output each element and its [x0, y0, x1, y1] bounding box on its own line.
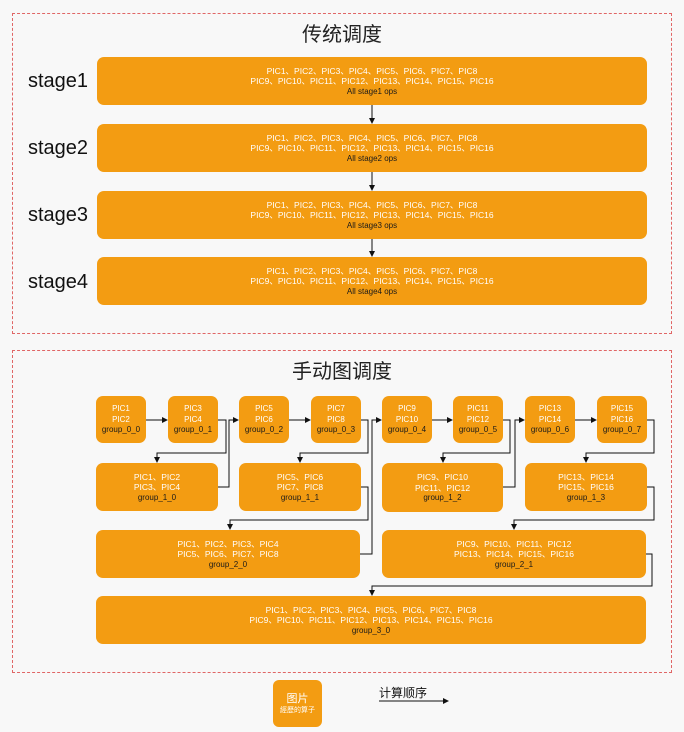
stage3-pics-line2: PIC9、PIC10、PIC11、PIC12、PIC13、PIC14、PIC15…	[250, 210, 494, 220]
group-0-2-box: PIC5 PIC6 group_0_2	[239, 396, 289, 443]
group-0-5-box: PIC11 PIC12 group_0_5	[453, 396, 503, 443]
group-2-0-line2: PIC5、PIC6、PIC7、PIC8	[177, 549, 279, 559]
group-0-6-name: group_0_6	[530, 425, 570, 434]
stage1-box: PIC1、PIC2、PIC3、PIC4、PIC5、PIC6、PIC7、PIC8 …	[97, 57, 647, 105]
group-0-7-line2: PIC16	[610, 414, 634, 424]
group-1-3-box: PIC13、PIC14 PIC15、PIC16 group_1_3	[525, 463, 647, 511]
stage1-ops: All stage1 ops	[346, 86, 398, 96]
stage3-box: PIC1、PIC2、PIC3、PIC4、PIC5、PIC6、PIC7、PIC8 …	[97, 191, 647, 239]
group-1-1-line2: PIC7、PIC8	[276, 482, 324, 492]
group-2-0-line1: PIC1、PIC2、PIC3、PIC4	[177, 538, 279, 549]
stage2-pics-line2: PIC9、PIC10、PIC11、PIC12、PIC13、PIC14、PIC15…	[250, 143, 494, 153]
traditional-panel: 传统调度	[12, 13, 672, 334]
stage1-pics-line2: PIC9、PIC10、PIC11、PIC12、PIC13、PIC14、PIC15…	[250, 76, 494, 86]
group-0-6-line1: PIC13	[538, 404, 562, 413]
group-1-2-box: PIC9、PIC10 PIC11、PIC12 group_1_2	[382, 463, 503, 512]
stage4-pics-line1: PIC1、PIC2、PIC3、PIC4、PIC5、PIC6、PIC7、PIC8	[266, 265, 478, 276]
legend-order-label: 计算顺序	[379, 686, 428, 700]
group-2-1-box: PIC9、PIC10、PIC11、PIC12 PIC13、PIC14、PIC15…	[382, 530, 646, 578]
stage2-ops: All stage2 ops	[346, 153, 398, 163]
group-0-4-name: group_0_4	[387, 425, 427, 434]
group-0-3-line2: PIC8	[327, 414, 345, 424]
group-0-1-name: group_0_1	[173, 425, 213, 434]
group-0-7-name: group_0_7	[602, 425, 642, 434]
group-0-2-name: group_0_2	[244, 425, 284, 434]
stage4-pics-line2: PIC9、PIC10、PIC11、PIC12、PIC13、PIC14、PIC15…	[250, 276, 494, 286]
traditional-title: 传统调度	[302, 22, 382, 46]
group-1-0-box: PIC1、PIC2 PIC3、PIC4 group_1_0	[96, 463, 218, 511]
group-0-4-line2: PIC10	[395, 414, 419, 424]
group-0-7-box: PIC15 PIC16 group_0_7	[597, 396, 647, 443]
group-2-1-line2: PIC13、PIC14、PIC15、PIC16	[454, 549, 574, 559]
group-0-5-line1: PIC11	[467, 404, 489, 413]
group-1-3-line2: PIC15、PIC16	[558, 482, 614, 492]
group-0-5-name: group_0_5	[458, 425, 498, 434]
group-0-1-line2: PIC4	[184, 414, 202, 424]
manual-panel: 手动图调度	[12, 350, 672, 673]
group-0-0-box: PIC1 PIC2 group_0_0	[96, 396, 146, 443]
group-0-5-line2: PIC12	[466, 414, 490, 424]
group-0-6-box: PIC13 PIC14 group_0_6	[525, 396, 575, 443]
group-1-0-line2: PIC3、PIC4	[133, 482, 181, 492]
stage2-box: PIC1、PIC2、PIC3、PIC4、PIC5、PIC6、PIC7、PIC8 …	[97, 124, 647, 172]
group-0-3-box: PIC7 PIC8 group_0_3	[311, 396, 361, 443]
group-1-3-name: group_1_3	[566, 492, 606, 502]
group-3-0-box: PIC1、PIC2、PIC3、PIC4、PIC5、PIC6、PIC7、PIC8 …	[96, 596, 646, 644]
group-1-1-line1: PIC5、PIC6	[276, 471, 324, 482]
stage3-label: stage3	[28, 204, 89, 226]
stage1-pics-line1: PIC1、PIC2、PIC3、PIC4、PIC5、PIC6、PIC7、PIC8	[266, 65, 478, 76]
group-1-0-name: group_1_0	[137, 492, 177, 502]
group-0-0-line1: PIC1	[112, 404, 130, 413]
group-1-1-name: group_1_1	[280, 492, 320, 502]
group-1-3-line1: PIC13、PIC14	[558, 471, 614, 482]
stage4-ops: All stage4 ops	[346, 286, 398, 296]
group-0-2-line2: PIC6	[255, 414, 273, 424]
group-2-1-line1: PIC9、PIC10、PIC11、PIC12	[456, 538, 572, 549]
group-0-0-name: group_0_0	[101, 425, 141, 434]
legend-box: 图片 經歷的算子	[273, 680, 322, 727]
group-0-7-line1: PIC15	[610, 404, 634, 413]
stage4-box: PIC1、PIC2、PIC3、PIC4、PIC5、PIC6、PIC7、PIC8 …	[97, 257, 647, 305]
group-0-3-line1: PIC7	[327, 404, 345, 413]
group-2-0-name: group_2_0	[208, 559, 248, 569]
group-1-2-name: group_1_2	[423, 493, 462, 502]
group-0-2-line1: PIC5	[255, 404, 273, 413]
group-1-1-box: PIC5、PIC6 PIC7、PIC8 group_1_1	[239, 463, 361, 511]
group-0-3-name: group_0_3	[316, 425, 356, 434]
group-1-2-line1: PIC9、PIC10	[416, 472, 469, 482]
group-0-1-line1: PIC3	[184, 404, 202, 413]
group-0-1-box: PIC3 PIC4 group_0_1	[168, 396, 218, 443]
stage3-pics-line1: PIC1、PIC2、PIC3、PIC4、PIC5、PIC6、PIC7、PIC8	[266, 199, 478, 210]
group-2-0-box: PIC1、PIC2、PIC3、PIC4 PIC5、PIC6、PIC7、PIC8 …	[96, 530, 360, 578]
manual-title: 手动图调度	[292, 359, 392, 383]
group-1-0-line1: PIC1、PIC2	[133, 471, 181, 482]
group-0-4-box: PIC9 PIC10 group_0_4	[382, 396, 432, 443]
legend-box-title: 图片	[286, 693, 309, 705]
group-1-2-line2: PIC11、PIC12	[414, 482, 471, 493]
group-0-4-line1: PIC9	[398, 404, 416, 413]
group-3-0-line2: PIC9、PIC10、PIC11、PIC12、PIC13、PIC14、PIC15…	[249, 615, 493, 625]
group-0-6-line2: PIC14	[538, 414, 562, 424]
legend-box-subtitle: 經歷的算子	[280, 707, 315, 714]
group-3-0-line1: PIC1、PIC2、PIC3、PIC4、PIC5、PIC6、PIC7、PIC8	[265, 604, 477, 615]
group-3-0-name: group_3_0	[351, 625, 391, 635]
group-2-1-name: group_2_1	[494, 559, 534, 569]
stage1-label: stage1	[28, 70, 89, 92]
group-0-0-line2: PIC2	[112, 414, 130, 424]
stage2-pics-line1: PIC1、PIC2、PIC3、PIC4、PIC5、PIC6、PIC7、PIC8	[266, 132, 478, 143]
stage2-label: stage2	[28, 137, 89, 159]
stage3-ops: All stage3 ops	[346, 220, 398, 230]
stage4-label: stage4	[28, 271, 89, 293]
